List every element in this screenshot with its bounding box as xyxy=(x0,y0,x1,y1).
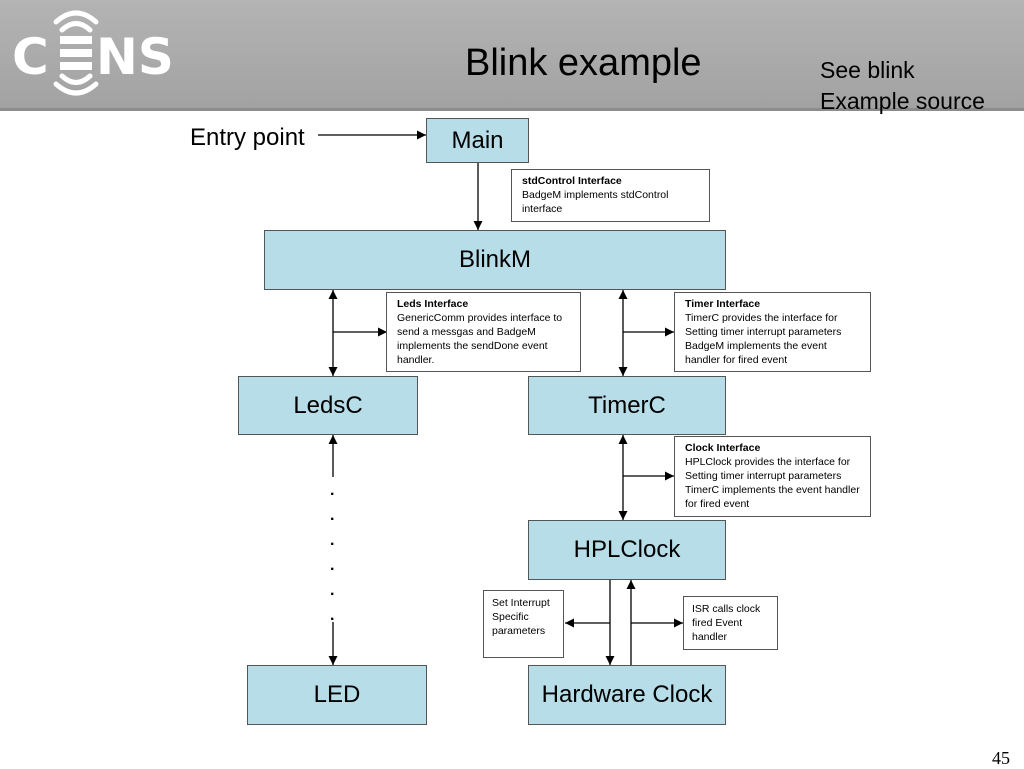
see-blink-note: See blink Example source xyxy=(820,55,985,117)
hplclock-box: HPLClock xyxy=(528,520,726,580)
clock-interface-note: Clock Interface HPLClock provides the in… xyxy=(674,436,871,517)
svg-text:NS: NS xyxy=(96,28,174,86)
slide-title: Blink example xyxy=(465,42,702,84)
led-box: LED xyxy=(247,665,427,725)
ledsc-box: LedsC xyxy=(238,376,418,435)
stdcontrol-note-body: BadgeM implements stdControl interface xyxy=(522,189,669,215)
svg-text:C: C xyxy=(12,28,50,86)
set-interrupt-note: Set Interrupt Specific parameters xyxy=(483,590,564,658)
see-blink-line2: Example source xyxy=(820,88,985,114)
slide-header: C NS Blink example See blink Example sou… xyxy=(0,0,1024,114)
hardware-clock-box: Hardware Clock xyxy=(528,665,726,725)
leds-note-body: GenericComm provides interface to send a… xyxy=(397,312,563,366)
clock-note-body: HPLClock provides the interface for Sett… xyxy=(685,456,860,510)
entry-point-label: Entry point xyxy=(190,124,305,151)
timer-note-title: Timer Interface xyxy=(685,298,761,310)
blinkm-box: BlinkM xyxy=(264,230,726,290)
leds-note-title: Leds Interface xyxy=(397,298,469,310)
isr-note: ISR calls clock fired Event handler xyxy=(683,596,778,650)
cens-logo: C NS xyxy=(12,10,174,96)
stdcontrol-note-title: stdControl Interface xyxy=(522,175,622,187)
isr-note-body: ISR calls clock fired Event handler xyxy=(692,603,761,643)
timer-note-body: TimerC provides the interface for Settin… xyxy=(685,312,842,366)
see-blink-line1: See blink xyxy=(820,57,915,83)
timer-interface-note: Timer Interface TimerC provides the inte… xyxy=(674,292,871,372)
main-box: Main xyxy=(426,118,529,163)
stdcontrol-note: stdControl Interface BadgeM implements s… xyxy=(511,169,710,222)
timerc-box: TimerC xyxy=(528,376,726,435)
leds-interface-note: Leds Interface GenericComm provides inte… xyxy=(386,292,581,372)
set-interrupt-note-body: Set Interrupt Specific parameters xyxy=(492,597,550,637)
ellipsis-dots: . . . . . . xyxy=(330,482,335,624)
page-number: 45 xyxy=(992,748,1010,768)
clock-note-title: Clock Interface xyxy=(685,442,761,454)
